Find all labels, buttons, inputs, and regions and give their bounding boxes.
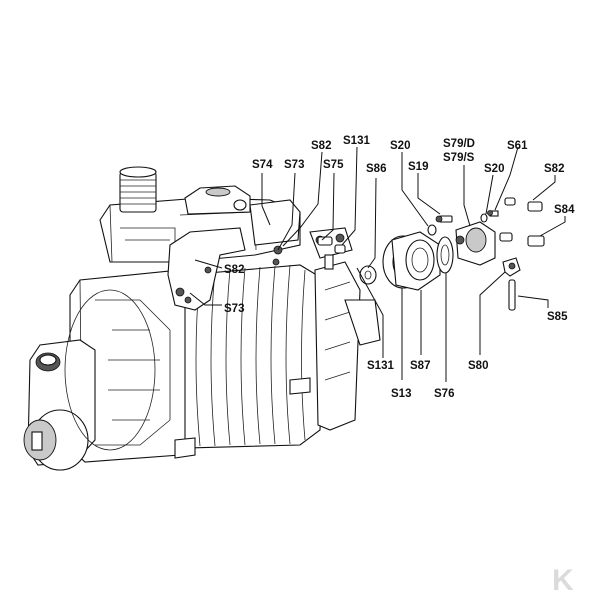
label-s84: S84 xyxy=(554,204,575,216)
label-s82: S82 xyxy=(311,140,331,152)
label-s74: S74 xyxy=(252,159,273,171)
label-s73-mid: S73 xyxy=(224,303,244,315)
leader-lines xyxy=(189,146,566,382)
part-s61-screw xyxy=(487,210,499,217)
label-s131: S131 xyxy=(343,135,370,147)
part-s19-screw xyxy=(435,215,453,223)
label-s82-right: S82 xyxy=(544,163,564,175)
part-s86-washer xyxy=(359,265,377,285)
part-s79-valve xyxy=(455,221,496,266)
label-s82-mid: S82 xyxy=(224,264,244,276)
part-s82-fittings xyxy=(504,197,543,212)
label-s20-right: S20 xyxy=(484,163,504,175)
label-s76: S76 xyxy=(434,388,454,400)
part-labels: S74 S73 S82 S75 S131 S86 S20 S19 S79/D S… xyxy=(224,135,575,400)
label-s19: S19 xyxy=(408,161,428,173)
label-s75: S75 xyxy=(323,159,344,171)
label-s13: S13 xyxy=(391,388,411,400)
brand-logo: K xyxy=(552,564,574,597)
label-s86: S86 xyxy=(366,163,386,175)
part-s87-collar xyxy=(391,231,441,291)
part-s20-bolt-right xyxy=(480,213,488,223)
brand-logo-letter: K xyxy=(552,564,574,597)
label-s79-s: S79/S xyxy=(443,152,475,164)
label-s61: S61 xyxy=(507,140,528,152)
label-s131-bottom: S131 xyxy=(367,360,394,372)
part-s84-fittings xyxy=(499,232,545,247)
part-s20-washer-left xyxy=(427,224,437,236)
compressor-body xyxy=(23,166,381,471)
label-s87: S87 xyxy=(410,360,430,372)
label-s85: S85 xyxy=(547,311,568,323)
label-s73: S73 xyxy=(284,159,304,171)
part-s76-gasket xyxy=(436,236,454,274)
label-s79-d: S79/D xyxy=(443,138,475,150)
part-s80-elbow xyxy=(502,257,521,277)
label-s20: S20 xyxy=(390,140,410,152)
part-s85-tube xyxy=(508,279,516,311)
label-s80: S80 xyxy=(468,360,488,372)
